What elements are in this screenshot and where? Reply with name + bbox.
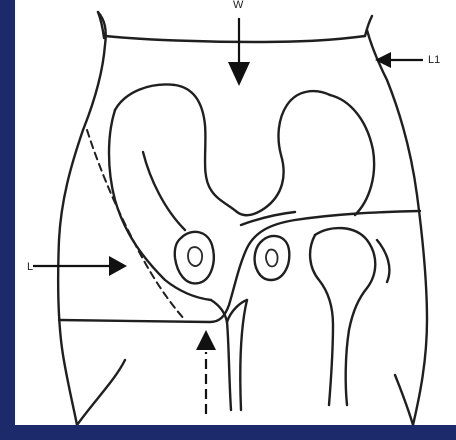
thigh-outline [77, 360, 413, 425]
dashed-field-line [87, 130, 185, 320]
midline-structures [227, 300, 247, 410]
obturator-foramina [175, 232, 290, 284]
arrow-left [33, 256, 127, 276]
label-l1: L1 [428, 54, 440, 66]
arrow-top [228, 18, 250, 86]
diagram-panel: W L1 L [15, 0, 456, 425]
arrow-bottom [196, 330, 216, 414]
pelvis-line-drawing: W L1 L [15, 0, 456, 425]
label-l: L [27, 261, 33, 273]
label-w: W [233, 0, 244, 11]
femur [310, 228, 389, 405]
arrow-right [375, 52, 423, 68]
